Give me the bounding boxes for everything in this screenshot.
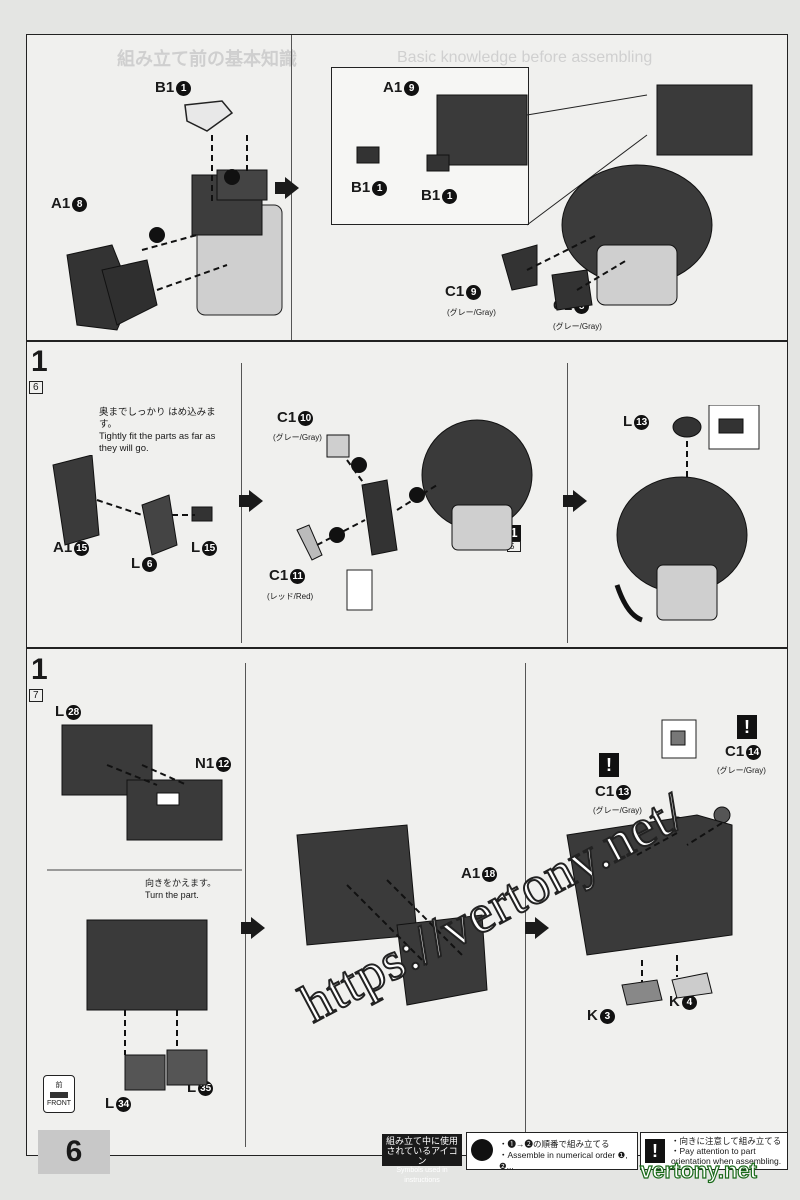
front-indicator: 前 FRONT <box>43 1075 75 1113</box>
faded-header-en: Basic knowledge before assembling <box>397 49 653 66</box>
panel8-illustration <box>566 719 733 1006</box>
legend-order: ・❶→❷の順番で組み立てる ・Assemble in numerical ord… <box>466 1132 638 1171</box>
turn-note: 向きをかえます。 Turn the part. <box>145 878 217 900</box>
c1-10-color: (グレー/Gray) <box>273 433 322 442</box>
divider-s3b <box>525 663 526 1147</box>
next-arrow <box>275 177 299 199</box>
next-arrow <box>239 490 263 512</box>
c1-13-color: (グレー/Gray) <box>593 806 642 815</box>
panel3-illustration <box>52 455 213 556</box>
legend-attention: ! ・向きに注意して組み立てる ・Pay attention to part o… <box>640 1132 788 1170</box>
c1-11-color: (レッド/Red) <box>267 592 314 601</box>
fit-note: 奥までしっかり はめ込みます。 Tightly fit the parts as… <box>99 407 216 454</box>
section-divider-2 <box>27 647 787 649</box>
watermark-small: vertony.net <box>639 1157 757 1183</box>
panel4-illustration <box>296 419 533 611</box>
panel6-illustration <box>47 724 242 1091</box>
instruction-page: 組み立て前の基本知識 Basic knowledge before assemb… <box>26 34 788 1156</box>
next-arrow <box>241 917 265 939</box>
next-arrow <box>563 490 587 512</box>
panel5-illustration <box>614 405 760 623</box>
panel7-illustration <box>296 824 488 1006</box>
next-arrow <box>525 917 549 939</box>
step-marker-6: 1 6 <box>29 345 48 394</box>
warning-icon: ! <box>737 715 757 739</box>
panel1-illustration <box>66 100 283 331</box>
c1-14-color: (グレー/Gray) <box>717 766 766 775</box>
faded-header: 組み立て前の基本知識 <box>117 49 297 69</box>
divider-s3a <box>245 663 246 1147</box>
c1-9-color: (グレー/Gray) <box>447 308 496 317</box>
page-number: 6 <box>38 1130 110 1174</box>
panel2-illustration <box>356 84 753 311</box>
step-order-icon <box>471 1139 493 1161</box>
warning-icon: ! <box>599 753 619 777</box>
section-divider-1 <box>27 340 787 342</box>
legend-title: 組み立て中に使用されているアイコン Symbols used in instru… <box>382 1134 462 1184</box>
step-marker-7: 1 7 <box>29 653 48 702</box>
c1-8-color: (グレー/Gray) <box>553 322 602 331</box>
warning-icon: ! <box>645 1139 665 1163</box>
